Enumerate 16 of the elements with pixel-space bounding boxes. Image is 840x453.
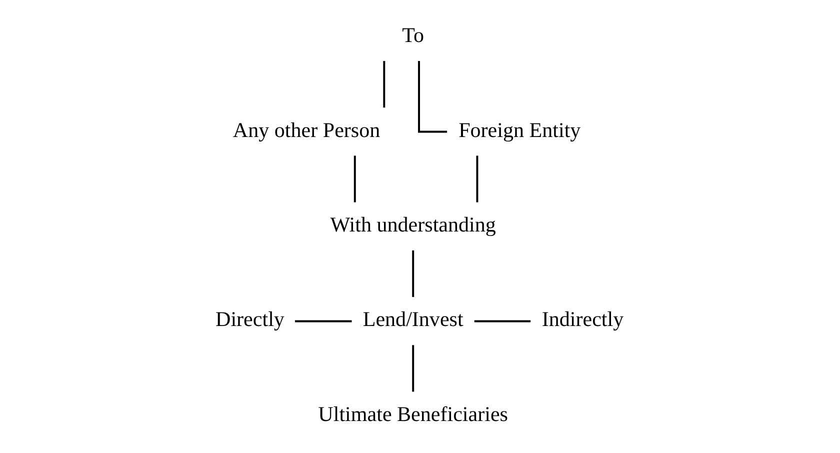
connector bbox=[383, 60, 386, 108]
connector bbox=[474, 320, 531, 322]
node-text: Lend/Invest bbox=[362, 307, 464, 332]
connector bbox=[412, 250, 414, 297]
node-text: With understanding bbox=[330, 212, 496, 236]
connector bbox=[412, 345, 414, 392]
connector bbox=[294, 320, 352, 322]
connector bbox=[418, 60, 448, 133]
node-text: To bbox=[402, 23, 424, 48]
connector bbox=[354, 156, 356, 202]
node-text: Indirectly bbox=[542, 307, 624, 332]
connector bbox=[476, 156, 478, 202]
node-text: Directly bbox=[216, 307, 284, 332]
node-text: Foreign Entity bbox=[458, 118, 581, 142]
node-text: Ultimate Beneficiaries bbox=[318, 402, 508, 426]
node-text: Any other Person bbox=[232, 118, 380, 142]
